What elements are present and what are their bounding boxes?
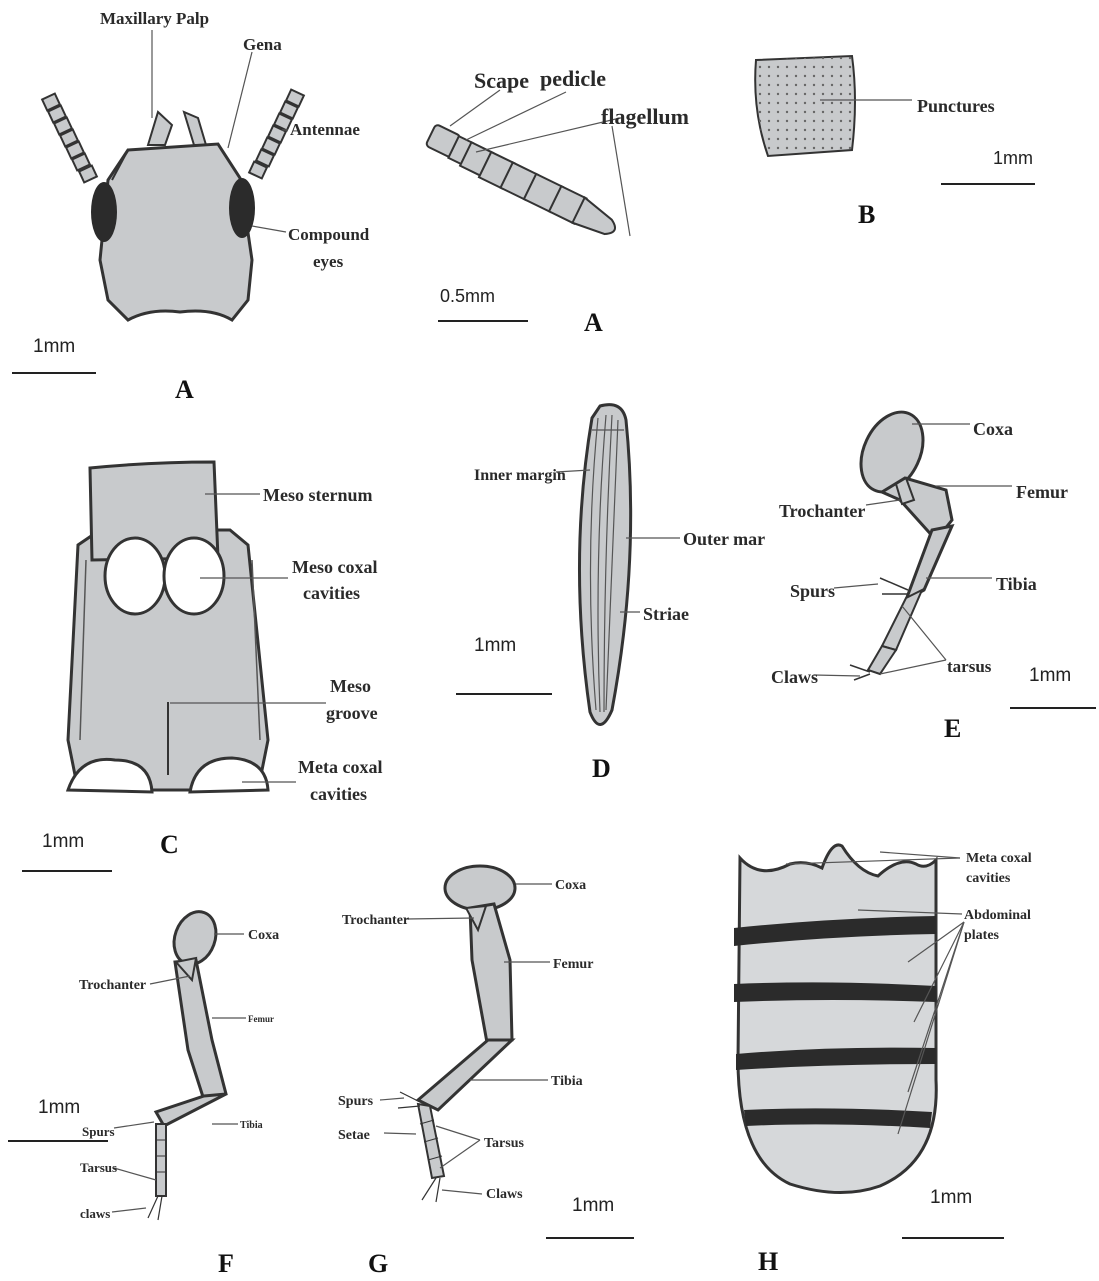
label-outer-margin: Outer mar — [683, 529, 765, 549]
label-leg-f-claws: claws — [80, 1206, 110, 1221]
label-scape: Scape — [474, 68, 529, 93]
abdomen-scale-label: 1mm — [930, 1187, 972, 1208]
elytron-figure-letter: D — [592, 754, 611, 783]
left-compound-eye — [91, 182, 117, 242]
label-maxillary-palp: Maxillary Palp — [100, 9, 209, 28]
label-leg-g-coxa: Coxa — [555, 878, 586, 893]
head-drawing — [42, 30, 304, 320]
label-compound-eyes-line2: eyes — [313, 252, 344, 271]
leg-f-tarsus — [156, 1124, 166, 1196]
leg-e-figure-letter: E — [944, 714, 961, 743]
leg-g-scale-label: 1mm — [572, 1195, 614, 1216]
label-abdomen-meta-coxal-line1: Meta coxal — [966, 851, 1032, 866]
thorax-drawing — [68, 462, 268, 792]
elytra-piece-scale-label: 1mm — [993, 148, 1033, 168]
label-striae: Striae — [643, 604, 689, 624]
antenna-figure-letter: A — [584, 308, 603, 337]
right-palp — [184, 112, 206, 145]
leg-f-scale-label: 1mm — [38, 1097, 80, 1118]
label-leg-g-spurs: Spurs — [338, 1094, 374, 1109]
label-leg-e-femur: Femur — [1016, 482, 1068, 502]
label-leg-g-trochanter: Trochanter — [342, 913, 409, 928]
leg-f-drawing — [148, 906, 226, 1220]
leg-g-tibia — [418, 1040, 512, 1110]
label-meta-coxal-line2: cavities — [310, 784, 367, 804]
label-leg-f-tibia: Tibia — [240, 1120, 263, 1131]
label-leg-g-tibia: Tibia — [551, 1074, 583, 1089]
label-leg-f-femur: Femur — [248, 1014, 274, 1024]
elytron-scale-label: 1mm — [474, 635, 516, 656]
label-pedicle: pedicle — [540, 66, 606, 91]
label-leg-e-tarsus: tarsus — [947, 657, 992, 676]
abdomen-drawing — [734, 845, 936, 1193]
label-leg-e-claws: Claws — [771, 667, 818, 687]
label-meso-coxal-line1: Meso coxal — [292, 557, 377, 577]
label-meso-coxal-line2: cavities — [303, 583, 360, 603]
right-meso-coxal-cavity — [164, 538, 224, 614]
label-flagellum: flagellum — [601, 104, 689, 129]
right-compound-eye — [229, 178, 255, 238]
abdomen-figure-letter: H — [758, 1247, 778, 1276]
elytron-drawing — [579, 405, 630, 725]
label-inner-margin: Inner margin — [474, 467, 566, 484]
label-leg-g-setae: Setae — [338, 1128, 370, 1143]
leg-g-tarsus — [418, 1104, 444, 1178]
elytra-piece-figure-letter: B — [858, 200, 875, 229]
label-leg-g-tarsus: Tarsus — [484, 1136, 525, 1151]
head-scale-label: 1mm — [33, 336, 75, 357]
label-gena: Gena — [243, 35, 282, 54]
left-meso-coxal-cavity — [105, 538, 165, 614]
leg-e-scale-label: 1mm — [1029, 665, 1071, 686]
label-leg-f-trochanter: Trochanter — [79, 978, 146, 993]
label-leg-g-claws: Claws — [486, 1187, 523, 1202]
label-leg-e-tibia: Tibia — [996, 574, 1037, 594]
label-meso-groove-line2: groove — [326, 703, 378, 723]
leg-f-femur — [175, 960, 226, 1100]
antenna-scale-label: 0.5mm — [440, 286, 495, 306]
leg-g-coxa — [445, 866, 515, 910]
label-meso-sternum: Meso sternum — [263, 485, 372, 505]
head-capsule — [100, 144, 252, 320]
label-leg-f-spurs: Spurs — [82, 1124, 115, 1139]
head-figure-letter: A — [175, 375, 194, 404]
label-leg-f-coxa: Coxa — [248, 928, 279, 943]
leg-f-figure-letter: F — [218, 1249, 234, 1278]
leg-e-tibia — [906, 526, 952, 600]
label-leg-e-coxa: Coxa — [973, 419, 1013, 439]
left-antenna — [42, 94, 97, 183]
leg-e-drawing — [849, 402, 952, 680]
label-leg-e-trochanter: Trochanter — [779, 501, 865, 521]
thorax-scale-label: 1mm — [42, 831, 84, 852]
leg-g-figure-letter: G — [368, 1249, 388, 1278]
label-leg-e-spurs: Spurs — [790, 581, 835, 601]
thorax-figure-letter: C — [160, 830, 179, 859]
label-abdominal-plates-line2: plates — [964, 928, 1000, 943]
label-leg-g-femur: Femur — [553, 957, 593, 972]
label-leg-f-tarsus: Tarsus — [80, 1160, 117, 1175]
leg-f-tibia — [156, 1094, 226, 1126]
label-antennae: Antennae — [290, 120, 360, 139]
leg-e-tarsus — [882, 590, 922, 650]
abdominal-plate-band-2 — [734, 982, 936, 1002]
label-abdomen-meta-coxal-line2: cavities — [966, 871, 1011, 886]
label-compound-eyes-line1: Compound — [288, 225, 370, 244]
label-meso-groove-line1: Meso — [330, 676, 371, 696]
label-abdominal-plates-line1: Abdominal — [964, 908, 1031, 923]
label-punctures: Punctures — [917, 96, 995, 116]
leg-g-drawing — [398, 866, 515, 1202]
label-meta-coxal-line1: Meta coxal — [298, 757, 382, 777]
